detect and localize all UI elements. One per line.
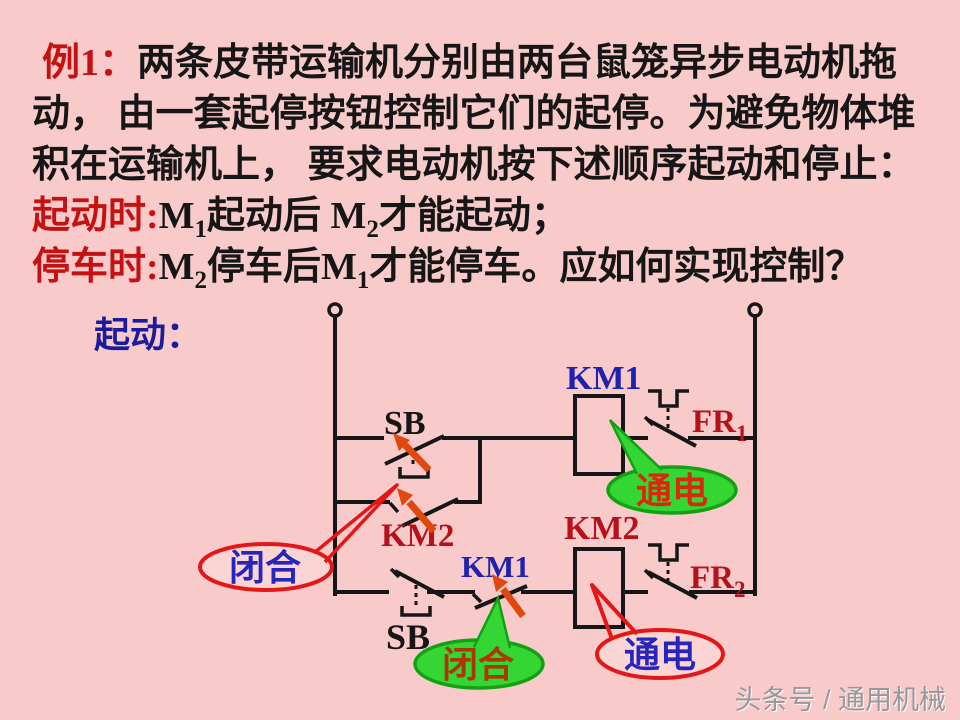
callout-closed-km1-text: 闭合 bbox=[442, 645, 514, 685]
motor2-sub: 2 bbox=[366, 216, 379, 243]
problem-line-1: 例1：两条皮带运输机分别由两台鼠笼异步电动机拖 bbox=[32, 38, 947, 89]
sb-stop-contact bbox=[389, 567, 445, 617]
problem-line-2: 动， 由一套起停按钮控制它们的起停。为避免物体堆 bbox=[32, 89, 947, 140]
close-arrow-km1-aux bbox=[492, 574, 526, 619]
km2-coil-label: KM2 bbox=[564, 510, 640, 547]
power-rails-and-wires bbox=[327, 302, 763, 596]
start-condition-mid: 起动后 bbox=[207, 195, 331, 237]
close-arrow-km2-aux bbox=[397, 488, 437, 534]
fr1-label-main: FR bbox=[692, 404, 737, 440]
start-condition-tail: 才能起动； bbox=[378, 195, 569, 237]
motor2-ref: M bbox=[330, 195, 367, 237]
km2-coil bbox=[573, 547, 625, 629]
problem-line-2-text: 动， 由一套起停按钮控制它们的起停。为避免物体堆 bbox=[32, 93, 916, 135]
fr2-label: FR2 bbox=[690, 560, 746, 602]
problem-line-stop-condition: 停车时:M2停车后M1才能停车。应如何实现控制？ bbox=[32, 242, 947, 293]
fr1-overload-contact bbox=[643, 389, 697, 448]
callout-closed-km2-text: 闭合 bbox=[229, 548, 301, 588]
problem-line-3: 积在运输机上， 要求电动机按下述顺序起动和停止： bbox=[32, 140, 947, 191]
motor2-ref2: M bbox=[158, 246, 195, 288]
callout-energized-km1: 通电 bbox=[606, 419, 738, 515]
problem-line-start-condition: 起动时:M1起动后 M2才能起动； bbox=[32, 191, 947, 242]
press-arrow-sb-start bbox=[393, 433, 432, 473]
fr1-label: FR1 bbox=[692, 404, 748, 446]
callout-energized-km2-tail bbox=[590, 583, 639, 640]
km1-coil-label: KM1 bbox=[566, 360, 642, 397]
motor1-sub: 1 bbox=[194, 216, 208, 243]
callout-energized-km1-bubble bbox=[606, 465, 738, 515]
sb-start-label: SB bbox=[384, 405, 426, 442]
motor1-ref: M bbox=[158, 195, 195, 237]
example-label: 例1： bbox=[42, 42, 138, 84]
fr2-overload-contact bbox=[643, 543, 698, 600]
start-condition-label: 起动时: bbox=[32, 195, 159, 237]
callout-energized-km2-text: 通电 bbox=[624, 635, 696, 675]
callout-closed-km1-tail bbox=[472, 594, 512, 649]
fr1-label-sub: 1 bbox=[736, 421, 748, 446]
motor1-sub2: 1 bbox=[356, 267, 370, 294]
km2-contact-label: KM2 bbox=[381, 518, 454, 554]
stop-condition-tail: 才能停车。应如何实现控制？ bbox=[369, 246, 864, 288]
callout-energized-km2: 通电 bbox=[590, 583, 725, 680]
callout-energized-km2-bubble bbox=[595, 628, 725, 680]
callout-closed-km2: 闭合 bbox=[198, 483, 399, 592]
callout-energized-km1-text: 通电 bbox=[636, 471, 708, 511]
sb-stop-label: SB bbox=[386, 617, 430, 657]
fr2-label-sub: 2 bbox=[734, 577, 746, 602]
callout-closed-km1: 闭合 bbox=[413, 594, 545, 690]
section-label-start: 起动： bbox=[94, 315, 203, 355]
problem-statement: 例1：两条皮带运输机分别由两台鼠笼异步电动机拖 动， 由一套起停按钮控制它们的起… bbox=[32, 38, 947, 293]
problem-line-1-text: 两条皮带运输机分别由两台鼠笼异步电动机拖 bbox=[137, 42, 898, 84]
km1-aux-contact bbox=[471, 584, 528, 610]
watermark: 头条号 / 通用机械 bbox=[734, 685, 946, 715]
problem-line-3-text: 积在运输机上， 要求电动机按下述顺序起动和停止： bbox=[32, 144, 916, 186]
stop-condition-mid: 停车后 bbox=[207, 246, 322, 288]
fr2-label-main: FR bbox=[690, 560, 735, 596]
km2-aux-contact bbox=[388, 497, 459, 528]
motor2-sub2: 2 bbox=[194, 267, 208, 294]
km1-coil bbox=[573, 394, 625, 476]
callout-energized-km1-tail bbox=[608, 419, 663, 475]
callout-closed-km2-bubble bbox=[198, 542, 334, 592]
callout-closed-km2-tail bbox=[312, 483, 399, 564]
stop-condition-label: 停车时: bbox=[32, 246, 159, 288]
motor1-ref2: M bbox=[321, 246, 357, 288]
